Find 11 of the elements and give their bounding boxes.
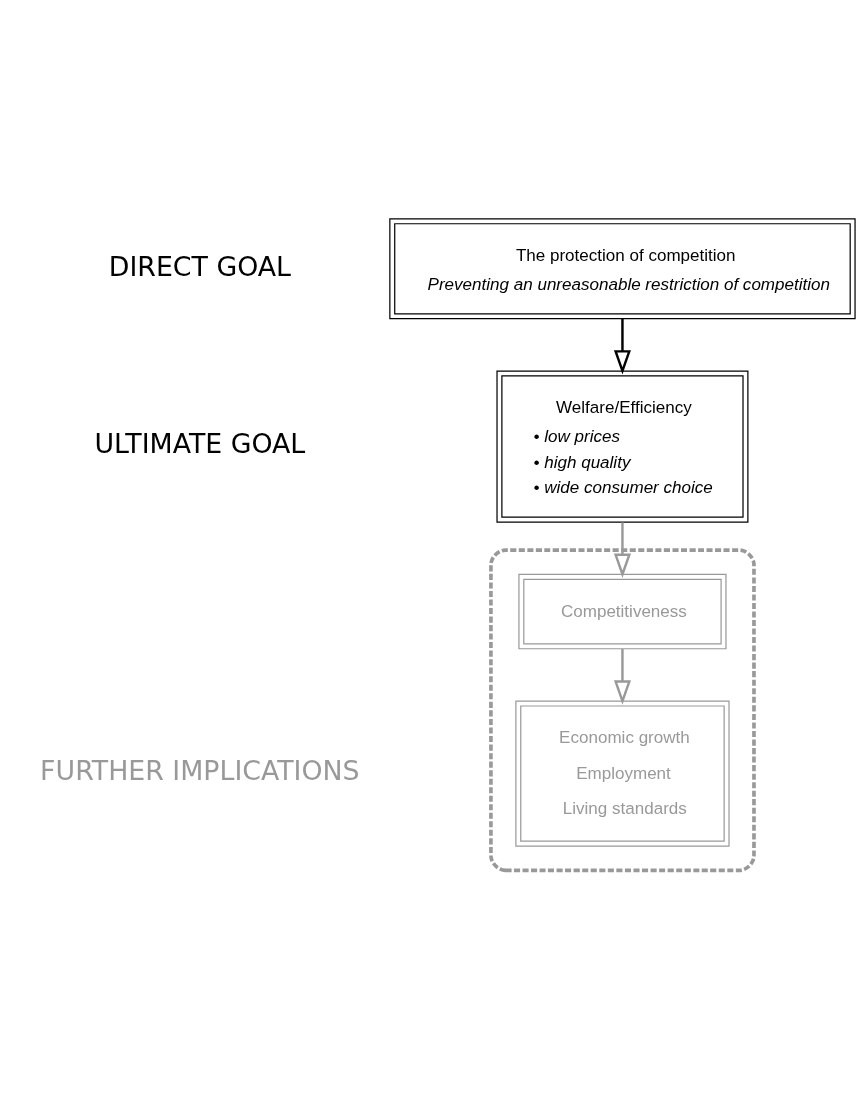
label: FURTHER IMPLICATIONS (40, 755, 360, 787)
node-box: Competitiveness (518, 573, 727, 650)
node-box: The protection of competition Preventing an unreasonable restriction of competition (389, 218, 856, 320)
node-box: Economic growth Employment Living standards (515, 700, 730, 847)
label: ULTIMATE GOAL (94, 428, 306, 460)
arrow (613, 318, 631, 375)
arrow (613, 522, 631, 578)
arrow (613, 649, 631, 705)
cluster (489, 548, 756, 873)
node-box: Welfare/Efficiency • low prices • high quality • wide consumer choice (496, 370, 749, 523)
label: DIRECT GOAL (108, 250, 291, 282)
